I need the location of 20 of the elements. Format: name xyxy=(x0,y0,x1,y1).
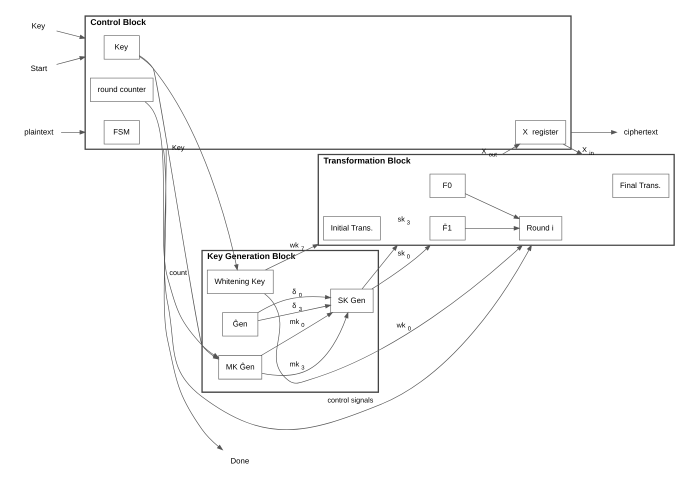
arrow xyxy=(144,101,219,358)
arrow xyxy=(570,130,618,135)
arrow xyxy=(361,244,398,290)
arrow xyxy=(371,244,430,290)
arrow xyxy=(464,193,520,220)
arrow xyxy=(60,130,86,135)
arrow xyxy=(56,56,86,65)
arrow xyxy=(264,244,523,384)
arrow xyxy=(264,244,319,270)
arrow xyxy=(257,304,332,321)
arrow xyxy=(260,312,333,356)
arrow xyxy=(501,144,520,155)
arrow xyxy=(464,226,520,231)
arrow xyxy=(257,294,332,313)
arrow xyxy=(162,148,223,450)
arrow xyxy=(261,312,348,376)
arrow xyxy=(56,30,86,40)
arrow xyxy=(164,148,532,430)
arrow xyxy=(562,144,583,155)
arrow xyxy=(138,56,238,271)
